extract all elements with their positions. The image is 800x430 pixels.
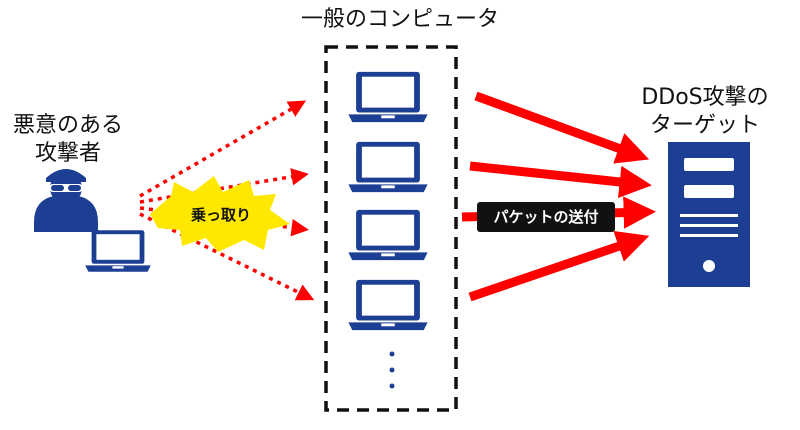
attack-arrow-1 — [474, 91, 650, 164]
hijack-label: 乗っ取り — [191, 206, 251, 224]
server-icon — [668, 142, 750, 287]
attack-arrow-4 — [468, 230, 650, 302]
target-label: DDoS攻撃の ターゲット — [641, 85, 769, 138]
computers-title: 一般のコンピュータ — [300, 7, 499, 32]
computer-icon-2 — [348, 141, 428, 193]
computer-icon-3 — [348, 209, 428, 261]
attack-arrows — [461, 91, 656, 302]
computer-icon-4 — [348, 279, 428, 331]
hacker-icon — [34, 169, 98, 232]
send-packets-badge: パケットの送付 — [477, 202, 615, 232]
hijack-burst: 乗っ取り — [150, 176, 290, 252]
computer-icon-1 — [348, 71, 428, 123]
hijack-arrow-4 — [139, 212, 315, 301]
computers-group-border — [324, 45, 458, 412]
vertical-ellipsis-icon — [389, 351, 395, 389]
attacker-laptop-icon — [85, 230, 151, 272]
hijack-arrow-1 — [139, 100, 307, 198]
burst-shape — [150, 176, 290, 252]
attack-arrow-2 — [469, 161, 652, 199]
attacker-label: 悪意のある 攻撃者 — [12, 113, 123, 166]
